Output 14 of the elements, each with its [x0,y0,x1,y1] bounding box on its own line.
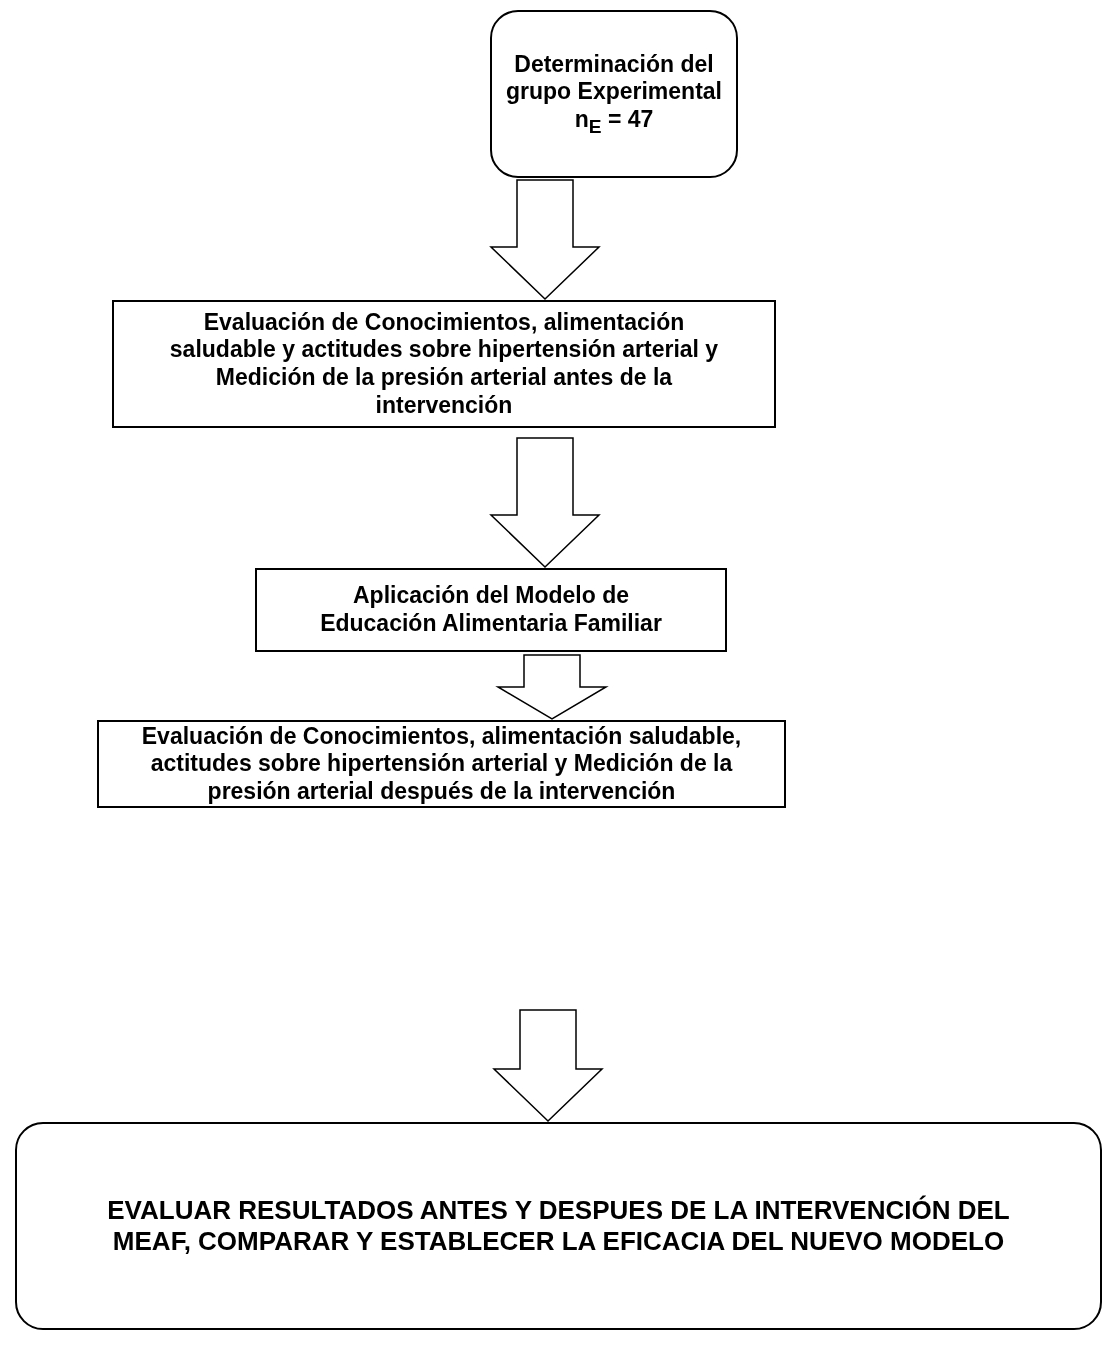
box-text: EVALUAR RESULTADOS ANTES Y DESPUES DE LA INTERVENCIÓN DEL MEAF, COMPARAR Y ESTABLECER LA EFICACIA DEL NUEVO MODELO [106,1194,1011,1258]
box-text: Aplicación del Modelo de Educación Alimentaria Familiar [319,582,663,638]
block-arrow [489,179,601,301]
block-arrow [492,1009,604,1123]
process-box [97,720,786,808]
box-text: Determinación del grupo Experimental n$_{E}$ = 47 [506,50,722,138]
process-box [112,300,776,428]
process-box [255,568,727,652]
box-text: Evaluación de Conocimientos, alimentación saludable, actitudes sobre hipertensión arterial y Medición de la presión arterial después de la intervención [140,722,743,806]
box-text: Evaluación de Conocimientos, alimentación saludable y actitudes sobre hipertensión arterial y Medición de la presión arterial antes de la intervención [168,308,720,420]
rounded-box [490,10,738,178]
block-arrow [495,654,609,720]
rounded-box [15,1122,1102,1330]
block-arrow [489,437,601,569]
